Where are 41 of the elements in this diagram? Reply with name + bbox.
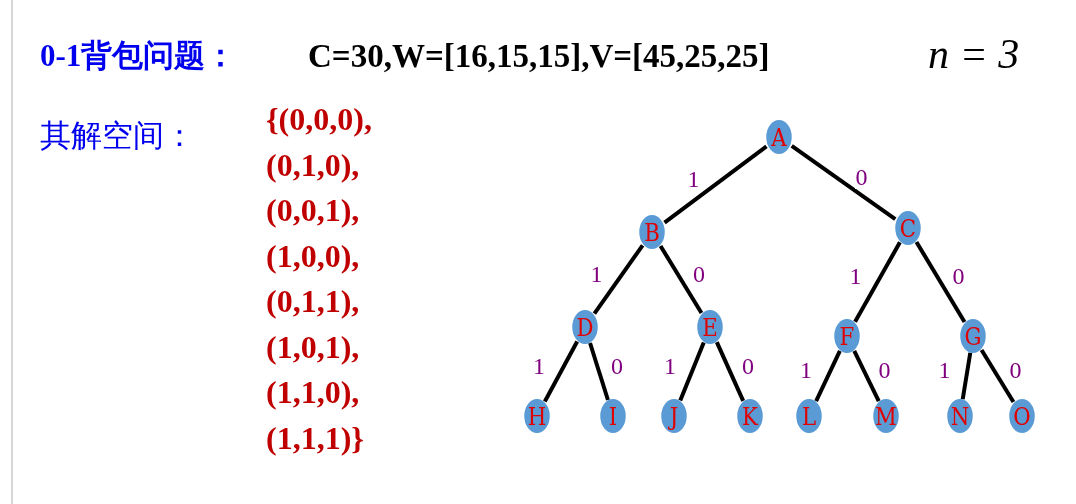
tree-node: H [524,399,550,433]
tree-node: A [766,120,792,154]
tree-edge [914,241,967,323]
tree-edge [852,350,881,402]
solution-vector: (1,0,1), [266,330,360,363]
solution-vector: (0,0,1), [266,194,360,226]
tree-node: N [947,399,973,433]
tree-edge [853,241,902,323]
tree-edge [658,244,704,315]
tree-edge [592,244,645,315]
tree-edge [814,350,842,402]
tree-node: G [960,319,986,353]
solution-vector: {(0,0,0), [266,103,372,135]
tree-edge [979,348,1016,404]
tree-edge [715,341,745,402]
tree-node: B [639,215,665,249]
tree-edge [678,341,706,402]
tree-edge [543,340,579,403]
tree-node: O [1009,399,1035,433]
problem-parameters: C=30,W=[16,15,15],V=[45,25,25] [308,40,770,73]
tree-node: I [600,399,626,433]
tree-node: E [697,310,723,344]
solution-vector: (1,0,0), [266,239,360,272]
tree-node: L [796,399,822,433]
formula: n = 3 [928,33,1020,75]
tree-edge [663,144,768,225]
tree-node: K [737,399,763,433]
tree-node: D [572,310,598,344]
tree-node: C [895,211,921,245]
solution-vector: (0,1,0), [266,148,360,181]
tree-node: J [661,399,687,433]
tree-edge [588,342,610,401]
solution-vector: (0,1,1), [266,285,360,317]
tree-edge [960,352,973,400]
solution-vector: (1,1,1)} [266,421,364,454]
solution-vector: (1,1,0), [266,376,360,408]
heading: 其解空间： [40,120,195,151]
title: 0-1背包问题： [40,40,237,71]
tree-node: M [873,399,899,433]
tree-edge [790,144,897,221]
tree-node: F [834,319,860,353]
